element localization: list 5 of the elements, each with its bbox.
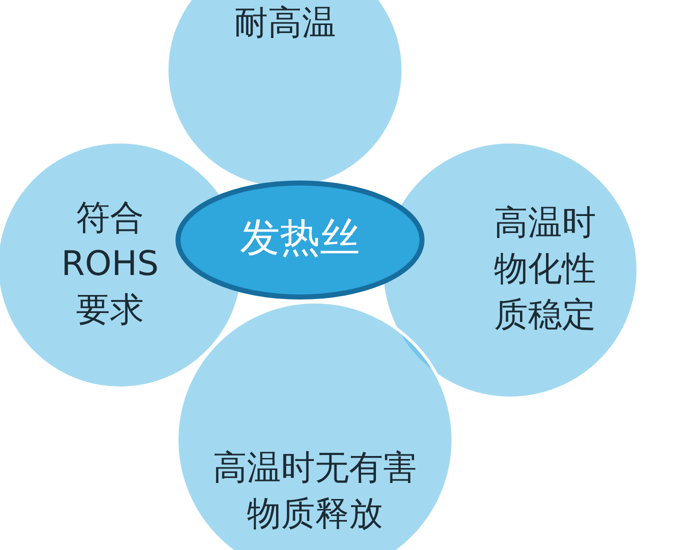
circle-label: 符合ROHS要求 (60, 197, 160, 332)
circle-label: 高温时无有害物质释放 (212, 447, 418, 536)
circle-label: 耐高温 (233, 2, 337, 45)
circle-label: 高温时物化性质稳定 (493, 202, 597, 337)
center-label: 发热丝 (239, 215, 361, 261)
